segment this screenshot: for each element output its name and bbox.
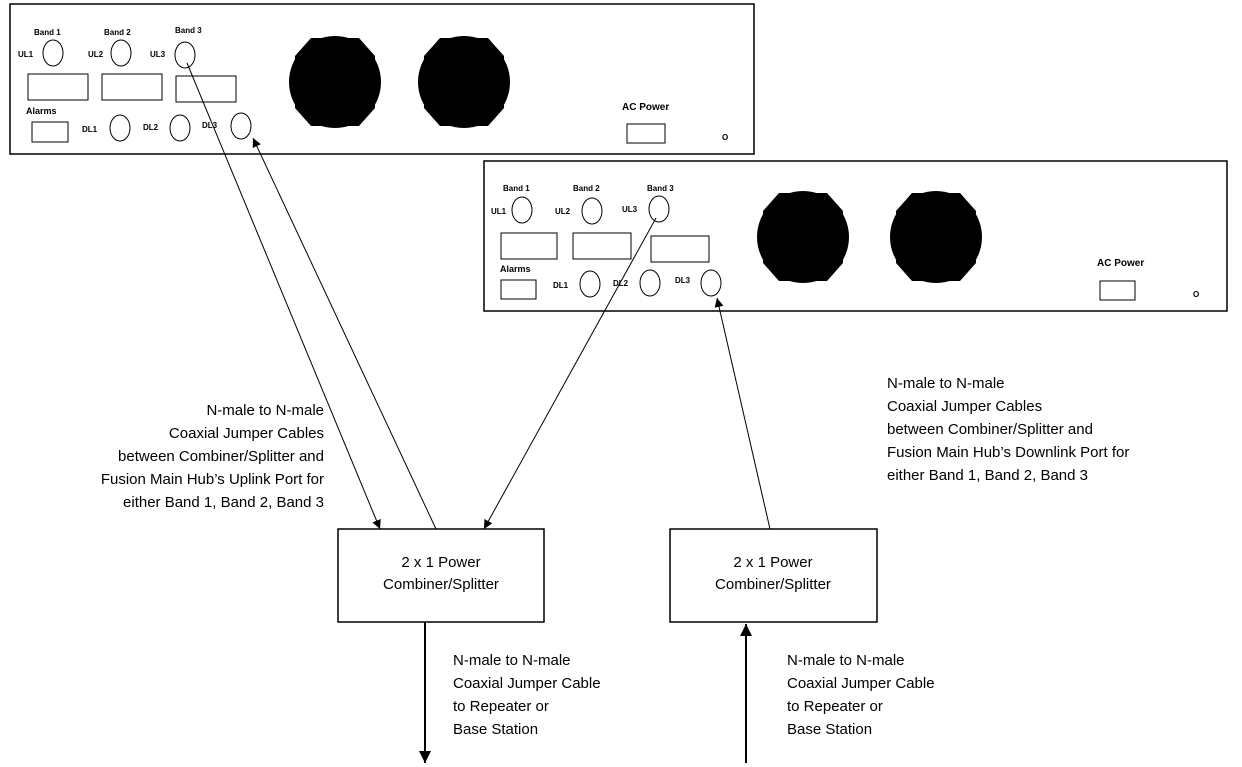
ac-power-connector[interactable] xyxy=(1099,280,1136,301)
combiner-right-line2: Combiner/Splitter xyxy=(715,576,831,593)
combiner-right-line1: 2 x 1 Power xyxy=(733,554,812,571)
fan-icon xyxy=(757,191,849,283)
ul3-port[interactable] xyxy=(174,41,196,69)
repeater-cable-note-right: N-male to N-male Coaxial Jumper Cable to… xyxy=(787,652,935,738)
ac-power-connector[interactable] xyxy=(626,123,666,144)
band3-label: Band 3 xyxy=(647,184,674,193)
note-line: Coaxial Jumper Cables xyxy=(887,398,1042,415)
note-line: Base Station xyxy=(787,721,872,738)
combiner-left-line1: 2 x 1 Power xyxy=(401,554,480,571)
fan-icon xyxy=(890,191,982,283)
combiner-left-line2: Combiner/Splitter xyxy=(383,576,499,593)
ul3-label: UL3 xyxy=(622,205,638,214)
note-line: to Repeater or xyxy=(787,698,883,715)
uplink-cable-hub2 xyxy=(483,217,657,530)
alarms-label: Alarms xyxy=(26,106,57,116)
ul1-label: UL1 xyxy=(491,207,507,216)
downlink-cable-hub1 xyxy=(252,137,437,530)
ul2-label: UL2 xyxy=(88,50,104,59)
band1-label: Band 1 xyxy=(503,184,530,193)
note-line: Coaxial Jumper Cable xyxy=(453,675,601,692)
fan-icon xyxy=(289,36,381,128)
band2-label: Band 2 xyxy=(573,184,600,193)
band3-module-slot xyxy=(650,235,710,263)
ul3-port[interactable] xyxy=(648,195,670,223)
note-line: Coaxial Jumper Cables xyxy=(169,425,324,442)
dl1-port[interactable] xyxy=(109,114,131,142)
note-line: either Band 1, Band 2, Band 3 xyxy=(887,467,1088,484)
note-line: Coaxial Jumper Cable xyxy=(787,675,935,692)
combiner-splitter-left-box xyxy=(337,528,545,623)
dl2-label: DL2 xyxy=(143,123,159,132)
band2-label: Band 2 xyxy=(104,28,131,37)
note-line: N-male to N-male xyxy=(887,375,1005,392)
note-line: Fusion Main Hub’s Uplink Port for xyxy=(101,471,324,488)
note-line: between Combiner/Splitter and xyxy=(118,448,324,465)
ul3-label: UL3 xyxy=(150,50,166,59)
note-line: between Combiner/Splitter and xyxy=(887,421,1093,438)
dl2-port[interactable] xyxy=(639,269,661,297)
combiner-splitter-right: 2 x 1 Power Combiner/Splitter xyxy=(669,528,878,623)
dl1-port[interactable] xyxy=(579,270,601,298)
note-line: Fusion Main Hub’s Downlink Port for xyxy=(887,444,1129,461)
band1-module-slot xyxy=(500,232,558,260)
band2-module-slot xyxy=(101,73,163,101)
ac-power-label: AC Power xyxy=(1097,258,1144,269)
repeater-cable-note-left: N-male to N-male Coaxial Jumper Cable to… xyxy=(453,652,601,738)
dl3-label: DL3 xyxy=(675,276,691,285)
band2-module-slot xyxy=(572,232,632,260)
downlink-cable-hub2 xyxy=(714,297,771,530)
dl1-label: DL1 xyxy=(82,125,98,134)
band1-module-slot xyxy=(27,73,89,101)
dl3-label: DL3 xyxy=(202,121,218,130)
ul1-port[interactable] xyxy=(42,39,64,67)
note-line: either Band 1, Band 2, Band 3 xyxy=(123,494,324,511)
main-hub-1: Band 1 Band 2 Band 3 UL1 UL2 UL3 Alarms … xyxy=(9,3,755,155)
alarms-connector[interactable] xyxy=(500,279,537,300)
ul1-port[interactable] xyxy=(511,196,533,224)
downlink-cable-note: N-male to N-male Coaxial Jumper Cables b… xyxy=(887,375,1129,484)
power-indicator: O xyxy=(1193,290,1199,299)
ul2-port[interactable] xyxy=(581,197,603,225)
fan-icon xyxy=(418,36,510,128)
combiner-splitter-left: 2 x 1 Power Combiner/Splitter xyxy=(337,528,545,623)
ul1-label: UL1 xyxy=(18,50,34,59)
main-hub-2: Band 1 Band 2 Band 3 UL1 UL2 UL3 Alarms … xyxy=(483,160,1228,312)
note-line: N-male to N-male xyxy=(787,652,905,669)
ul2-label: UL2 xyxy=(555,207,571,216)
combiner-splitter-right-box xyxy=(669,528,878,623)
note-line: to Repeater or xyxy=(453,698,549,715)
dl1-label: DL1 xyxy=(553,281,569,290)
dl2-port[interactable] xyxy=(169,114,191,142)
note-line: Base Station xyxy=(453,721,538,738)
power-indicator: O xyxy=(722,133,728,142)
uplink-cable-hub1 xyxy=(186,62,381,530)
band3-module-slot xyxy=(175,75,237,103)
band1-label: Band 1 xyxy=(34,28,61,37)
uplink-cable-note: N-male to N-male Coaxial Jumper Cables b… xyxy=(101,402,324,511)
dl3-port[interactable] xyxy=(230,112,252,140)
note-line: N-male to N-male xyxy=(206,402,324,419)
band3-label: Band 3 xyxy=(175,26,202,35)
alarms-connector[interactable] xyxy=(31,121,69,143)
ac-power-label: AC Power xyxy=(622,102,669,113)
ul2-port[interactable] xyxy=(110,39,132,67)
note-line: N-male to N-male xyxy=(453,652,571,669)
dl3-port[interactable] xyxy=(700,269,722,297)
alarms-label: Alarms xyxy=(500,264,531,274)
dl2-label: DL2 xyxy=(613,279,629,288)
